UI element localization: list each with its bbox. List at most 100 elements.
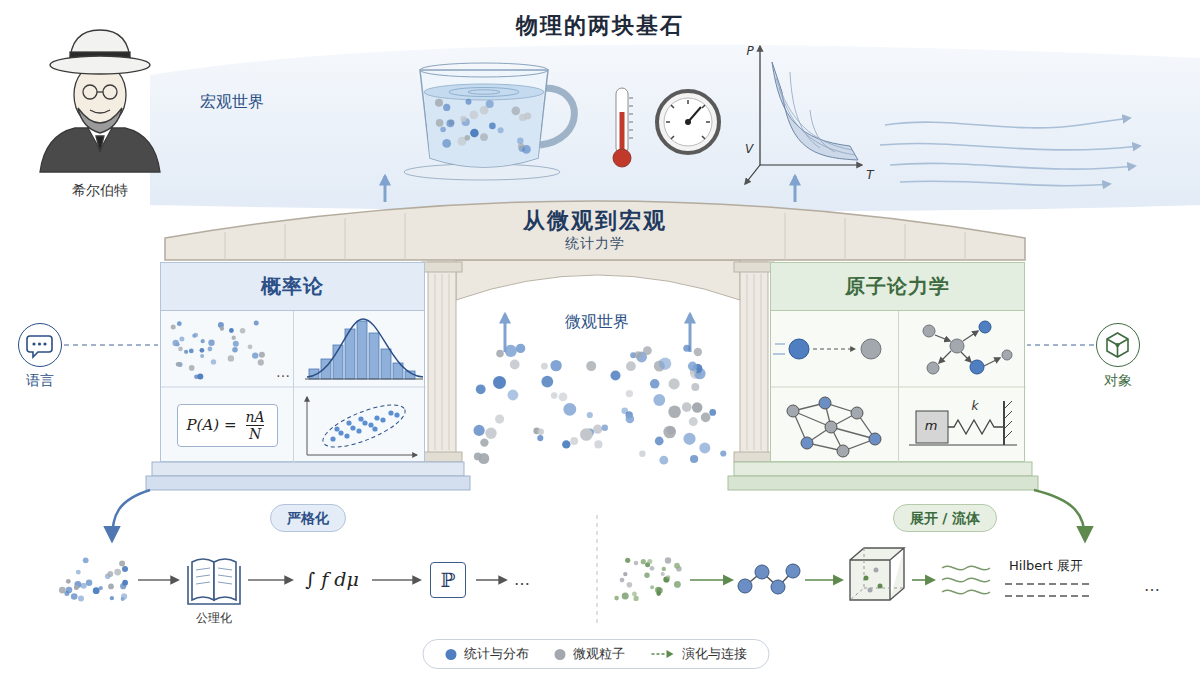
- pillar-illustration: [380, 417, 385, 422]
- formula-label: ∫ f dμ: [305, 569, 359, 591]
- pillar-illustration: [909, 445, 1017, 446]
- arch-opening: [747, 274, 761, 450]
- expansion-flow: [666, 575, 670, 579]
- pillar-illustration: [961, 352, 971, 362]
- rigor-flow: [110, 596, 114, 600]
- teacup: [466, 99, 472, 105]
- micro-particles: [691, 383, 699, 391]
- formula-lhs: P(A) =: [187, 416, 237, 434]
- pillar-illustration: [173, 340, 179, 346]
- micro-particles: [699, 442, 710, 453]
- teacup: [480, 133, 488, 141]
- rigor-flow: [66, 579, 71, 584]
- pillar-illustration: [369, 333, 379, 379]
- pvt-surface: [745, 165, 760, 184]
- micro-particles: [538, 429, 544, 435]
- pillar-illustration: [350, 425, 355, 430]
- pillar-illustration: [233, 341, 239, 347]
- formula-fraction: nAN: [242, 409, 267, 442]
- micro-particles: [682, 402, 692, 412]
- pillar-illustration: [787, 405, 799, 417]
- rigor-flow: [81, 583, 87, 589]
- arch-shape: [165, 201, 1025, 260]
- micro-particles: [551, 392, 558, 399]
- legend-line-sample: [667, 650, 674, 658]
- pillar-illustration: [193, 333, 198, 338]
- teacup: [486, 100, 494, 108]
- micro-particles: [626, 361, 636, 371]
- micro-particles: [689, 417, 698, 426]
- symbol-box: ℙ: [430, 562, 466, 598]
- icon-symbol: [1097, 324, 1138, 365]
- rigor-flow: [86, 580, 92, 586]
- pillar-illustration: [176, 362, 180, 366]
- rigor-flow: [59, 557, 506, 604]
- rigor-flow: [114, 569, 121, 576]
- expansion-flow: [620, 578, 625, 583]
- rigor-flow: [83, 557, 89, 563]
- connector: [1027, 344, 1094, 346]
- rigor-flow: [192, 559, 214, 600]
- rigor-flow: [476, 579, 506, 581]
- teacup: [420, 70, 548, 167]
- micro-particles: [690, 455, 698, 463]
- formula-box: P(A) = nAN: [177, 404, 278, 447]
- legend-text: 演化与连接: [682, 645, 747, 663]
- pillar-illustration: [813, 349, 855, 350]
- arch-opening: [734, 262, 774, 272]
- up-arrows: [504, 314, 507, 352]
- pillar-illustration: [916, 411, 948, 443]
- pillar-illustration: [819, 397, 831, 409]
- thermometer: [613, 88, 633, 167]
- micro-particles: [496, 350, 504, 358]
- teacup: [480, 106, 489, 115]
- hilbert-portrait: [83, 85, 97, 99]
- micro-particles: [639, 451, 645, 457]
- pillar-base: [146, 476, 470, 490]
- micro-particles: [537, 435, 543, 441]
- ellipsis: …: [514, 571, 530, 589]
- pillar-illustration: [793, 403, 875, 451]
- icon-symbol: [1116, 343, 1120, 347]
- micro-particles: [709, 409, 716, 416]
- legend-item: 演化与连接: [651, 645, 747, 663]
- rigor-flow: [122, 580, 128, 586]
- pillar-illustration: [358, 416, 363, 421]
- micro-particles: [562, 440, 570, 448]
- pillar-illustration: [1004, 401, 1012, 439]
- rigor-flow: [59, 557, 128, 601]
- rigor-flow: [214, 559, 236, 600]
- micro-particles: [635, 351, 642, 358]
- expansion-flow: [647, 559, 652, 564]
- pillar-illustration: [259, 352, 265, 358]
- pillar-base: [152, 462, 464, 476]
- arch-opening: [435, 274, 449, 450]
- pillar-illustration: [362, 420, 367, 425]
- teacup: [468, 90, 500, 94]
- pillar-illustration: [184, 350, 188, 354]
- expansion-flow: [662, 567, 666, 571]
- axis-label: P: [746, 45, 753, 59]
- rigor-flow: [76, 570, 81, 575]
- pill-label: 严格化: [287, 509, 329, 527]
- micro-particles: [510, 360, 520, 370]
- pillar-base: [728, 476, 1038, 490]
- pillar-illustration: [851, 407, 863, 419]
- hilbert-portrait: [40, 30, 160, 172]
- expansion-flow: [627, 582, 633, 588]
- expansion-flow: [623, 572, 627, 576]
- pillar-illustration: [939, 351, 951, 363]
- hilbert-portrait: [97, 91, 103, 92]
- pvt-surface: [776, 72, 855, 155]
- expansion-flow: [622, 592, 629, 599]
- micro-particles: [485, 428, 496, 439]
- expansion-flow: [614, 548, 1090, 601]
- rigor-flow: [372, 579, 420, 581]
- teacup: [460, 116, 466, 122]
- pressure-gauge: [664, 98, 712, 146]
- legend-text: 统计与分布: [464, 645, 529, 663]
- up-arrows: [384, 176, 387, 202]
- pillar-illustration: [927, 362, 939, 374]
- micro-particles: [516, 344, 525, 353]
